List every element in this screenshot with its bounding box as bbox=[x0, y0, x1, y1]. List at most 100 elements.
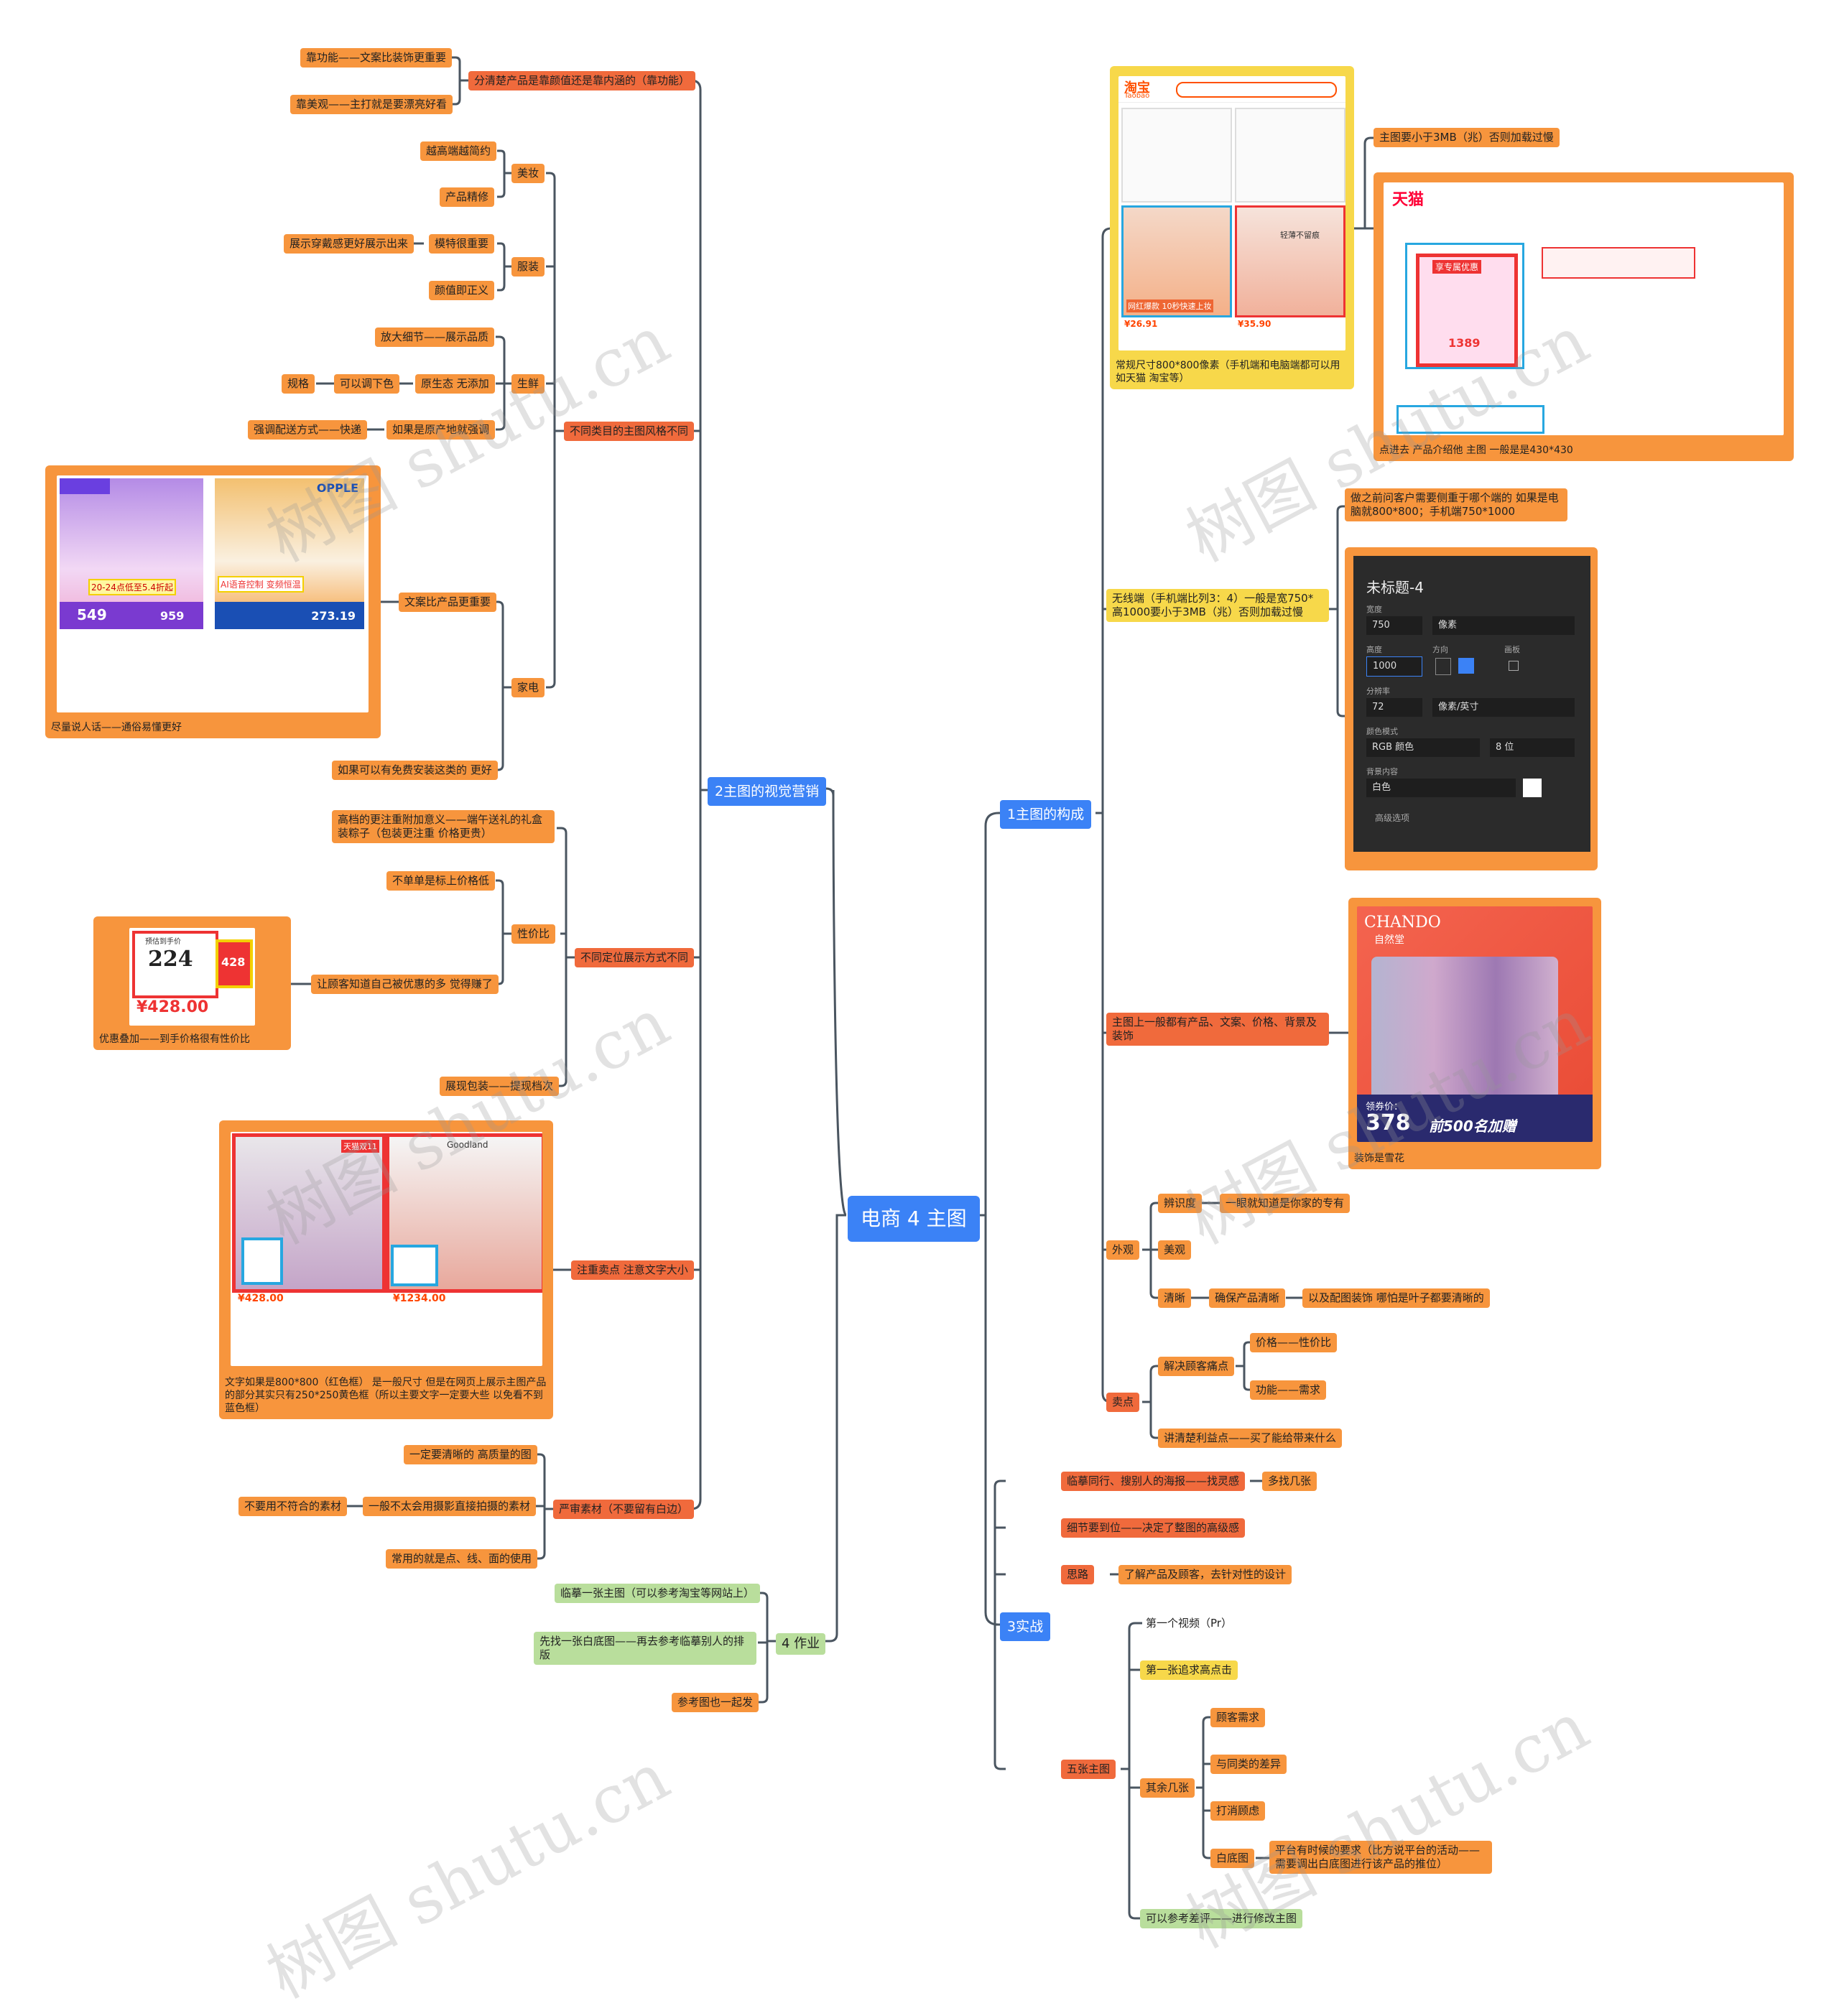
recognize-detail-node[interactable]: 一眼就知道是你家的专有 bbox=[1220, 1194, 1351, 1213]
by-position-node[interactable]: 不同定位展示方式不同 bbox=[575, 948, 695, 967]
detail-node[interactable]: 细节要到位——决定了整图的高级感 bbox=[1061, 1518, 1246, 1538]
spec-node[interactable]: 规格 bbox=[282, 374, 315, 394]
appliance-brand: OPPLE bbox=[316, 481, 358, 495]
appliance-example-card: 20-24点低至5.4折起 549 959 OPPLE AI语音控制 变频恒温 … bbox=[45, 465, 381, 738]
wear-effect-node[interactable]: 展示穿戴感更好展示出来 bbox=[284, 234, 414, 254]
contains-node[interactable]: 主图上一般都有产品、文案、价格、背景及装饰 bbox=[1106, 1013, 1329, 1046]
clothing-item-a[interactable]: 天猫双11 bbox=[232, 1133, 386, 1293]
ps-adv-link[interactable]: 高级选项 bbox=[1375, 813, 1410, 823]
model-important-node[interactable]: 模特很重要 bbox=[429, 234, 495, 254]
five-node[interactable]: 五张主图 bbox=[1061, 1760, 1116, 1779]
recognize-node[interactable]: 辨识度 bbox=[1158, 1194, 1203, 1213]
func-or-look-node[interactable]: 分清楚产品是靠颜值还是靠内涵的（靠功能） bbox=[468, 71, 696, 90]
ps-landscape-icon[interactable] bbox=[1458, 658, 1474, 674]
refined-node[interactable]: 产品精修 bbox=[440, 187, 495, 207]
ps-board-checkbox[interactable] bbox=[1509, 661, 1519, 671]
ref-node[interactable]: 参考图也一起发 bbox=[672, 1693, 759, 1712]
shapes-node[interactable]: 常用的就是点、线、面的使用 bbox=[386, 1549, 538, 1569]
ps-unit-select[interactable]: 像素 bbox=[1432, 616, 1575, 635]
not-only-price-node[interactable]: 不单单是标上价格低 bbox=[386, 871, 496, 891]
copy-one-node[interactable]: 临摹一张主图（可以参考淘宝等网站上） bbox=[555, 1584, 761, 1603]
copy-important-node[interactable]: 文案比产品更重要 bbox=[399, 593, 497, 612]
origin-emph-node[interactable]: 如果是原产地就强调 bbox=[386, 420, 496, 440]
appliance-item-b[interactable]: OPPLE AI语音控制 变频恒温 273.19 bbox=[215, 478, 364, 629]
clear-b-node[interactable]: 以及配图装饰 哪怕是叶子都要清晰的 bbox=[1302, 1288, 1490, 1308]
ps-height-field[interactable]: 1000 bbox=[1366, 656, 1422, 677]
free-install-node[interactable]: 如果可以有免费安装这类的 更好 bbox=[332, 761, 498, 780]
ps-portrait-icon[interactable] bbox=[1435, 658, 1451, 675]
clear-img-node[interactable]: 一定要清晰的 高质量的图 bbox=[404, 1445, 537, 1464]
presale-main-price: ¥428.00 bbox=[136, 998, 209, 1016]
rest-node[interactable]: 其余几张 bbox=[1140, 1778, 1195, 1798]
video-node[interactable]: 第一个视频（Pr） bbox=[1146, 1617, 1232, 1630]
branch3-title[interactable]: 3实战 bbox=[1000, 1612, 1051, 1641]
looks-justice-node[interactable]: 颜值即正义 bbox=[429, 281, 495, 300]
tmall-main-image[interactable]: 享专属优惠 1389 bbox=[1405, 243, 1524, 369]
size-limit-node[interactable]: 主图要小于3MB（兆）否则加载过慢 bbox=[1374, 128, 1560, 147]
makeup-node[interactable]: 美妆 bbox=[511, 164, 545, 183]
diff-node[interactable]: 与同类的差异 bbox=[1210, 1755, 1287, 1774]
no-ps-node[interactable]: 一般不太会用摄影直接拍摄的素材 bbox=[363, 1497, 537, 1516]
appliance-node[interactable]: 家电 bbox=[511, 678, 545, 697]
reviews-node[interactable]: 可以参考差评——进行修改主图 bbox=[1140, 1909, 1303, 1928]
by-look-node[interactable]: 靠美观——主打就是要漂亮好看 bbox=[290, 95, 453, 114]
tone-node[interactable]: 可以调下色 bbox=[334, 374, 400, 394]
taobao-search-box[interactable] bbox=[1176, 82, 1337, 98]
clear-node[interactable]: 清晰 bbox=[1158, 1288, 1192, 1308]
intro-size-caption: 点进去 产品介绍他 主图 一般是是430*430 bbox=[1379, 445, 1573, 456]
clothing-node[interactable]: 服装 bbox=[511, 257, 545, 277]
peer-node[interactable]: 临摹同行、搜别人的海报——找灵感 bbox=[1061, 1472, 1246, 1491]
material-node[interactable]: 严审素材（不要留有白边） bbox=[553, 1500, 695, 1519]
taobao-item-a[interactable]: 网红爆款 10秒快速上妆 bbox=[1121, 205, 1232, 317]
branch4-title[interactable]: 4 作业 bbox=[776, 1633, 826, 1655]
clothing-item-b[interactable]: Goodland bbox=[386, 1133, 542, 1293]
branch2-title[interactable]: 2主图的视觉营销 bbox=[708, 777, 827, 806]
function-need-node[interactable]: 功能——需求 bbox=[1250, 1380, 1327, 1400]
cost-perf-node[interactable]: 性价比 bbox=[511, 924, 556, 944]
selling-node[interactable]: 卖点 bbox=[1106, 1393, 1140, 1412]
idea-detail-node[interactable]: 了解产品及顾客，去针对性的设计 bbox=[1118, 1565, 1292, 1584]
delivery-node[interactable]: 强调配送方式——快递 bbox=[248, 420, 368, 440]
wireless-node[interactable]: 无线端（手机端比列3：4）一般是宽750*高1000要小于3MB（兆）否则加载过… bbox=[1106, 589, 1329, 622]
white-first-node[interactable]: 先找一张白底图——再去参考临摹别人的排版 bbox=[534, 1632, 756, 1665]
let-know-node[interactable]: 让顾客知道自己被优惠的多 觉得赚了 bbox=[311, 975, 499, 994]
beauty-node[interactable]: 美观 bbox=[1158, 1240, 1192, 1260]
by-category-node[interactable]: 不同类目的主图风格不同 bbox=[564, 422, 695, 441]
white-node[interactable]: 白底图 bbox=[1210, 1849, 1255, 1868]
taobao-item-b[interactable]: 轻薄不留痕 bbox=[1235, 205, 1345, 317]
appliance-item-a[interactable]: 20-24点低至5.4折起 549 959 bbox=[60, 478, 203, 629]
appliance-tag-a: 20-24点低至5.4折起 bbox=[88, 579, 176, 595]
ps-bits-select[interactable]: 8 位 bbox=[1490, 738, 1575, 757]
unfit-node[interactable]: 不要用不符合的素材 bbox=[238, 1497, 348, 1516]
appearance-node[interactable]: 外观 bbox=[1106, 1240, 1140, 1260]
benefit-node[interactable]: 讲清楚利益点——买了能给带来什么 bbox=[1158, 1429, 1343, 1448]
doubt-node[interactable]: 打消顾虑 bbox=[1210, 1801, 1266, 1821]
higher-simpler-node[interactable]: 越高端越简约 bbox=[420, 141, 497, 161]
white-detail-node[interactable]: 平台有时候的要求（比方说平台的活动——需要调出白底图进行该产品的推位） bbox=[1269, 1841, 1492, 1874]
ps-bg-swatch[interactable] bbox=[1523, 779, 1542, 797]
price-perf-node[interactable]: 价格——性价比 bbox=[1250, 1333, 1338, 1352]
pain-node[interactable]: 解决顾客痛点 bbox=[1158, 1357, 1235, 1376]
clear-a-node[interactable]: 确保产品清晰 bbox=[1209, 1288, 1286, 1308]
ask-client-node[interactable]: 做之前问客户需要侧重于哪个端的 如果是电脑就800*800；手机端750*100… bbox=[1345, 488, 1567, 521]
premium-node[interactable]: 高档的更注重附加意义——端午送礼的礼盒装粽子（包装更注重 价格更贵） bbox=[332, 810, 555, 843]
ps-bg-select[interactable]: 白色 bbox=[1366, 779, 1516, 797]
branch1-title[interactable]: 1主图的构成 bbox=[1000, 800, 1092, 829]
ps-res-field[interactable]: 72 bbox=[1366, 698, 1422, 717]
original-node[interactable]: 原生态 无添加 bbox=[415, 374, 495, 394]
presale-screenshot: 预估到手价 224 428 ¥428.00 bbox=[129, 928, 255, 1026]
root-topic[interactable]: 电商 4 主图 bbox=[848, 1196, 980, 1242]
taobao-logo: 淘宝 bbox=[1124, 80, 1150, 96]
fresh-node[interactable]: 生鲜 bbox=[511, 374, 545, 394]
ps-mode-select[interactable]: RGB 颜色 bbox=[1366, 738, 1480, 757]
needs-node[interactable]: 顾客需求 bbox=[1210, 1708, 1266, 1727]
packaging-node[interactable]: 展现包装——提现档次 bbox=[440, 1077, 560, 1096]
first-node[interactable]: 第一张追求高点击 bbox=[1140, 1660, 1238, 1680]
by-function-node[interactable]: 靠功能——文案比装饰更重要 bbox=[300, 48, 453, 68]
idea-node[interactable]: 思路 bbox=[1061, 1565, 1095, 1584]
zoom-detail-node[interactable]: 放大细节——展示品质 bbox=[375, 328, 495, 347]
ps-res-unit[interactable]: 像素/英寸 bbox=[1432, 698, 1575, 717]
ps-width-field[interactable]: 750 bbox=[1366, 616, 1422, 635]
selling-size-node[interactable]: 注重卖点 注意文字大小 bbox=[571, 1260, 694, 1280]
more-node[interactable]: 多找几张 bbox=[1262, 1472, 1317, 1491]
